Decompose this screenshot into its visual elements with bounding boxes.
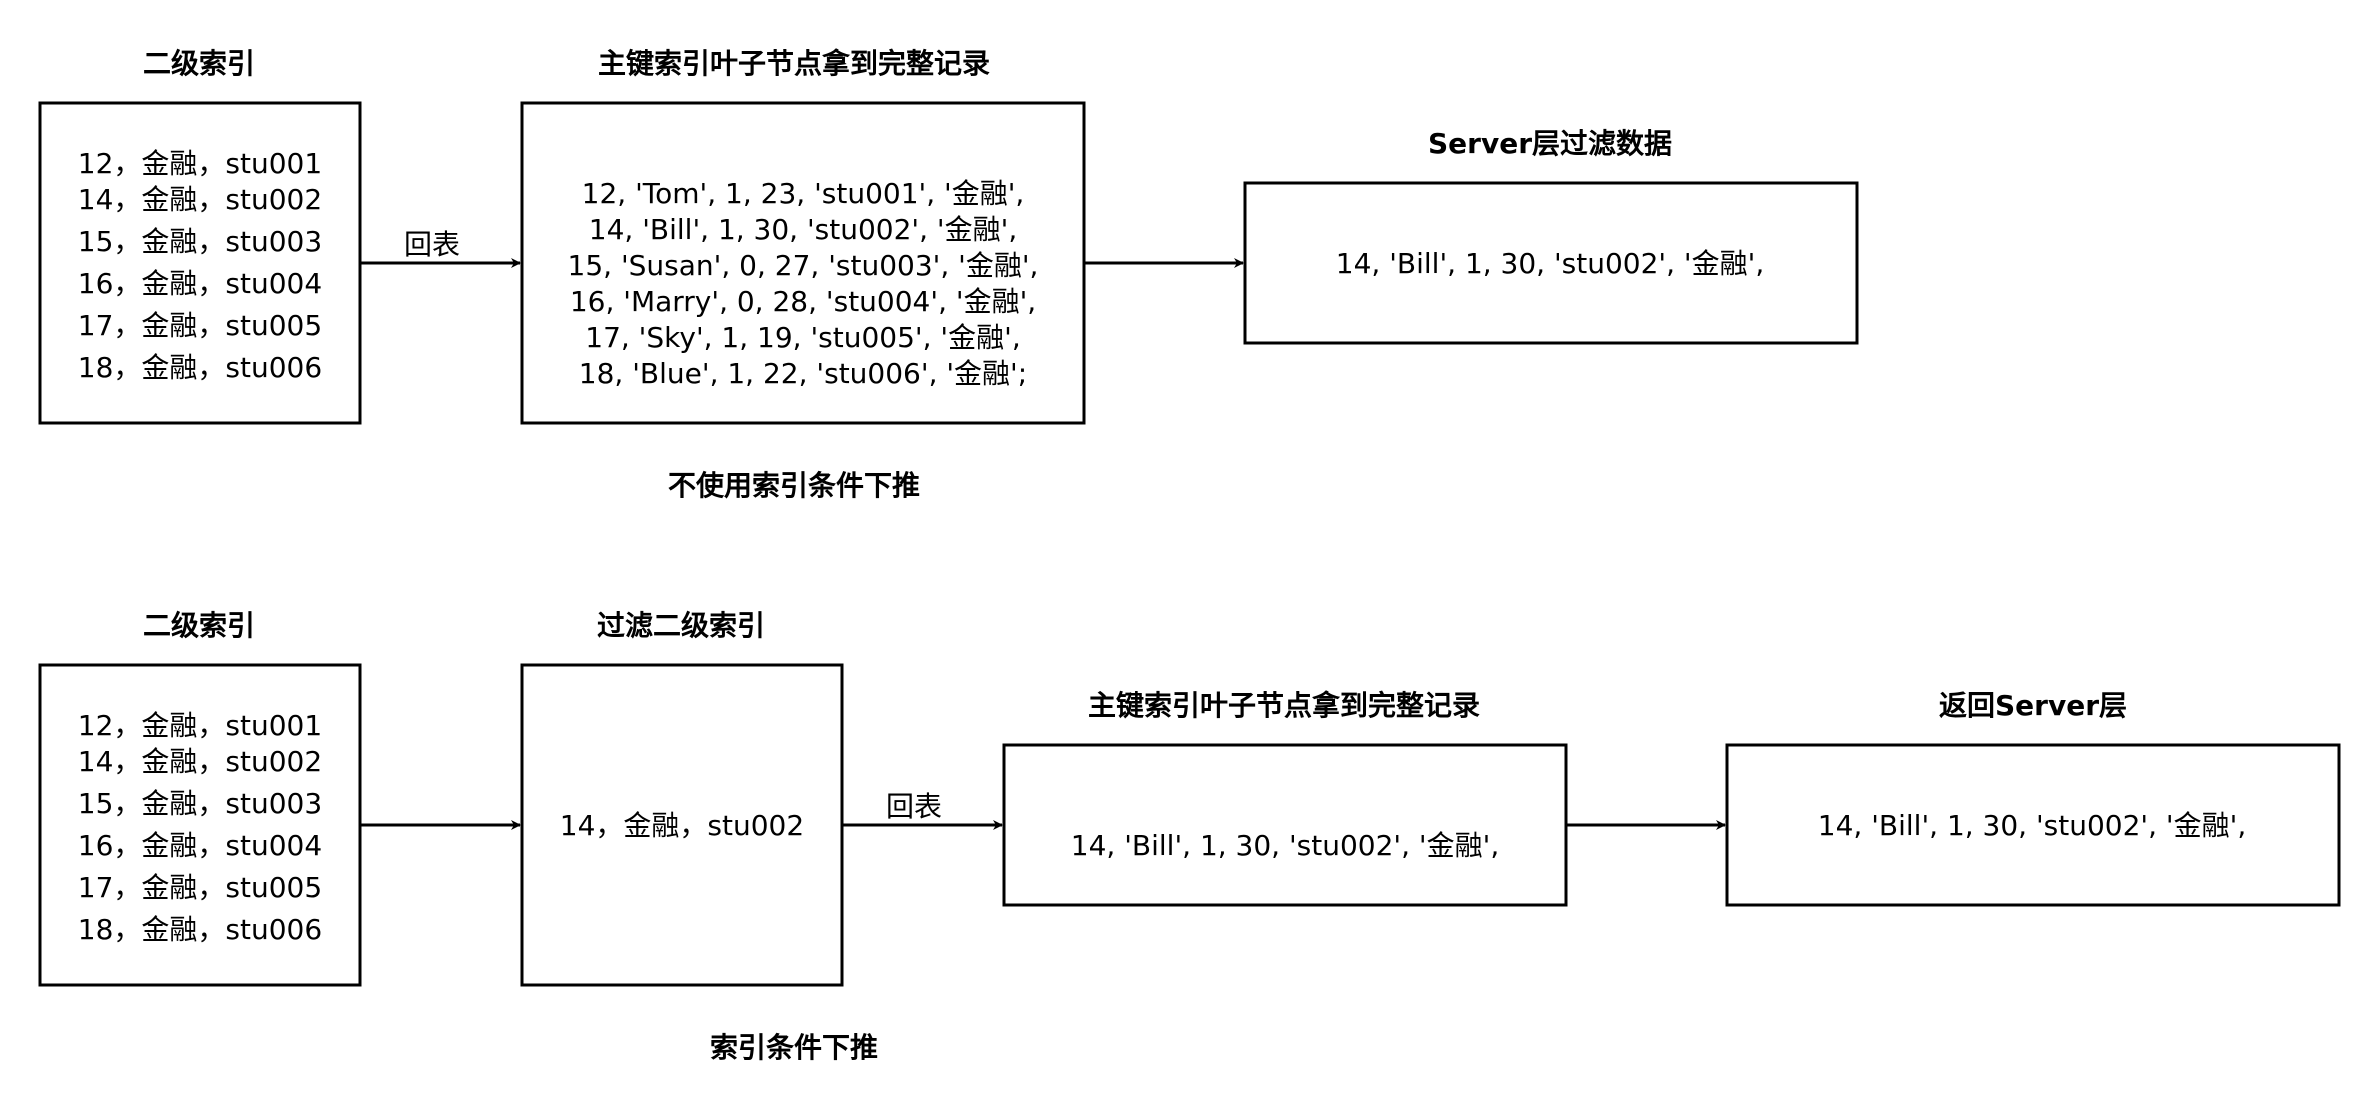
bottom-secondary-index-rows: 12，金融，stu001 14，金融，stu002 15，金融，stu003 1… [78, 709, 322, 946]
bottom-primary-leaf-title: 主键索引叶子节点拿到完整记录 [1088, 689, 1480, 722]
list-item: 17，金融，stu005 [78, 309, 322, 342]
top-secondary-index-rows: 12，金融，stu001 14，金融，stu002 15，金融，stu003 1… [78, 147, 322, 384]
bottom-secondary-index-title: 二级索引 [143, 609, 255, 642]
bottom-server-return-box [1725, 743, 2341, 907]
list-item: 17，金融，stu005 [78, 871, 322, 904]
bottom-arrow-lookup-label: 回表 [886, 790, 942, 823]
bottom-server-return-row: 14, 'Bill', 1, 30, 'stu002', '金融', [1818, 809, 2246, 842]
list-item: 15，金融，stu003 [78, 225, 322, 258]
list-item: 16，金融，stu004 [78, 267, 322, 300]
top-flow: 二级索引 12，金融，stu001 14，金融，stu002 15，金融，stu… [38, 47, 1859, 502]
list-item: 16，金融，stu004 [78, 829, 322, 862]
bottom-filter-index-title: 过滤二级索引 [597, 609, 765, 642]
bottom-primary-leaf-row: 14, 'Bill', 1, 30, 'stu002', '金融', [1071, 829, 1499, 862]
top-secondary-index-box [38, 101, 362, 425]
bottom-caption: 索引条件下推 [710, 1031, 878, 1064]
bottom-secondary-index-box [38, 663, 362, 987]
bottom-primary-leaf-box [1002, 743, 1568, 907]
list-item: 18, 'Blue', 1, 22, 'stu006', '金融'; [579, 357, 1027, 390]
top-arrow-lookup-label: 回表 [404, 228, 460, 261]
top-primary-leaf-rows: 12, 'Tom', 1, 23, 'stu001', '金融', 14, 'B… [568, 177, 1039, 390]
top-primary-leaf-box [520, 101, 1086, 425]
list-item: 12, 'Tom', 1, 23, 'stu001', '金融', [582, 177, 1025, 210]
list-item: 18，金融，stu006 [78, 913, 322, 946]
top-caption: 不使用索引条件下推 [668, 469, 920, 502]
list-item: 14，金融，stu002 [78, 745, 322, 778]
bottom-server-return-title: 返回Server层 [1939, 689, 2127, 722]
list-item: 12，金融，stu001 [78, 147, 322, 180]
top-primary-leaf-title: 主键索引叶子节点拿到完整记录 [598, 47, 990, 80]
bottom-flow: 二级索引 12，金融，stu001 14，金融，stu002 15，金融，stu… [38, 609, 2341, 1064]
list-item: 15, 'Susan', 0, 27, 'stu003', '金融', [568, 249, 1039, 282]
top-server-filter-title: Server层过滤数据 [1428, 127, 1672, 160]
list-item: 14，金融，stu002 [78, 183, 322, 216]
top-secondary-index-title: 二级索引 [143, 47, 255, 80]
list-item: 14, 'Bill', 1, 30, 'stu002', '金融', [589, 213, 1017, 246]
top-server-filter-box [1243, 181, 1859, 345]
list-item: 18，金融，stu006 [78, 351, 322, 384]
list-item: 15，金融，stu003 [78, 787, 322, 820]
list-item: 17, 'Sky', 1, 19, 'stu005', '金融', [585, 321, 1020, 354]
top-server-filter-row: 14, 'Bill', 1, 30, 'stu002', '金融', [1336, 247, 1764, 280]
list-item: 16, 'Marry', 0, 28, 'stu004', '金融', [570, 285, 1036, 318]
bottom-filter-index-row: 14，金融，stu002 [560, 809, 804, 842]
list-item: 12，金融，stu001 [78, 709, 322, 742]
bottom-filter-index-box [520, 663, 844, 987]
